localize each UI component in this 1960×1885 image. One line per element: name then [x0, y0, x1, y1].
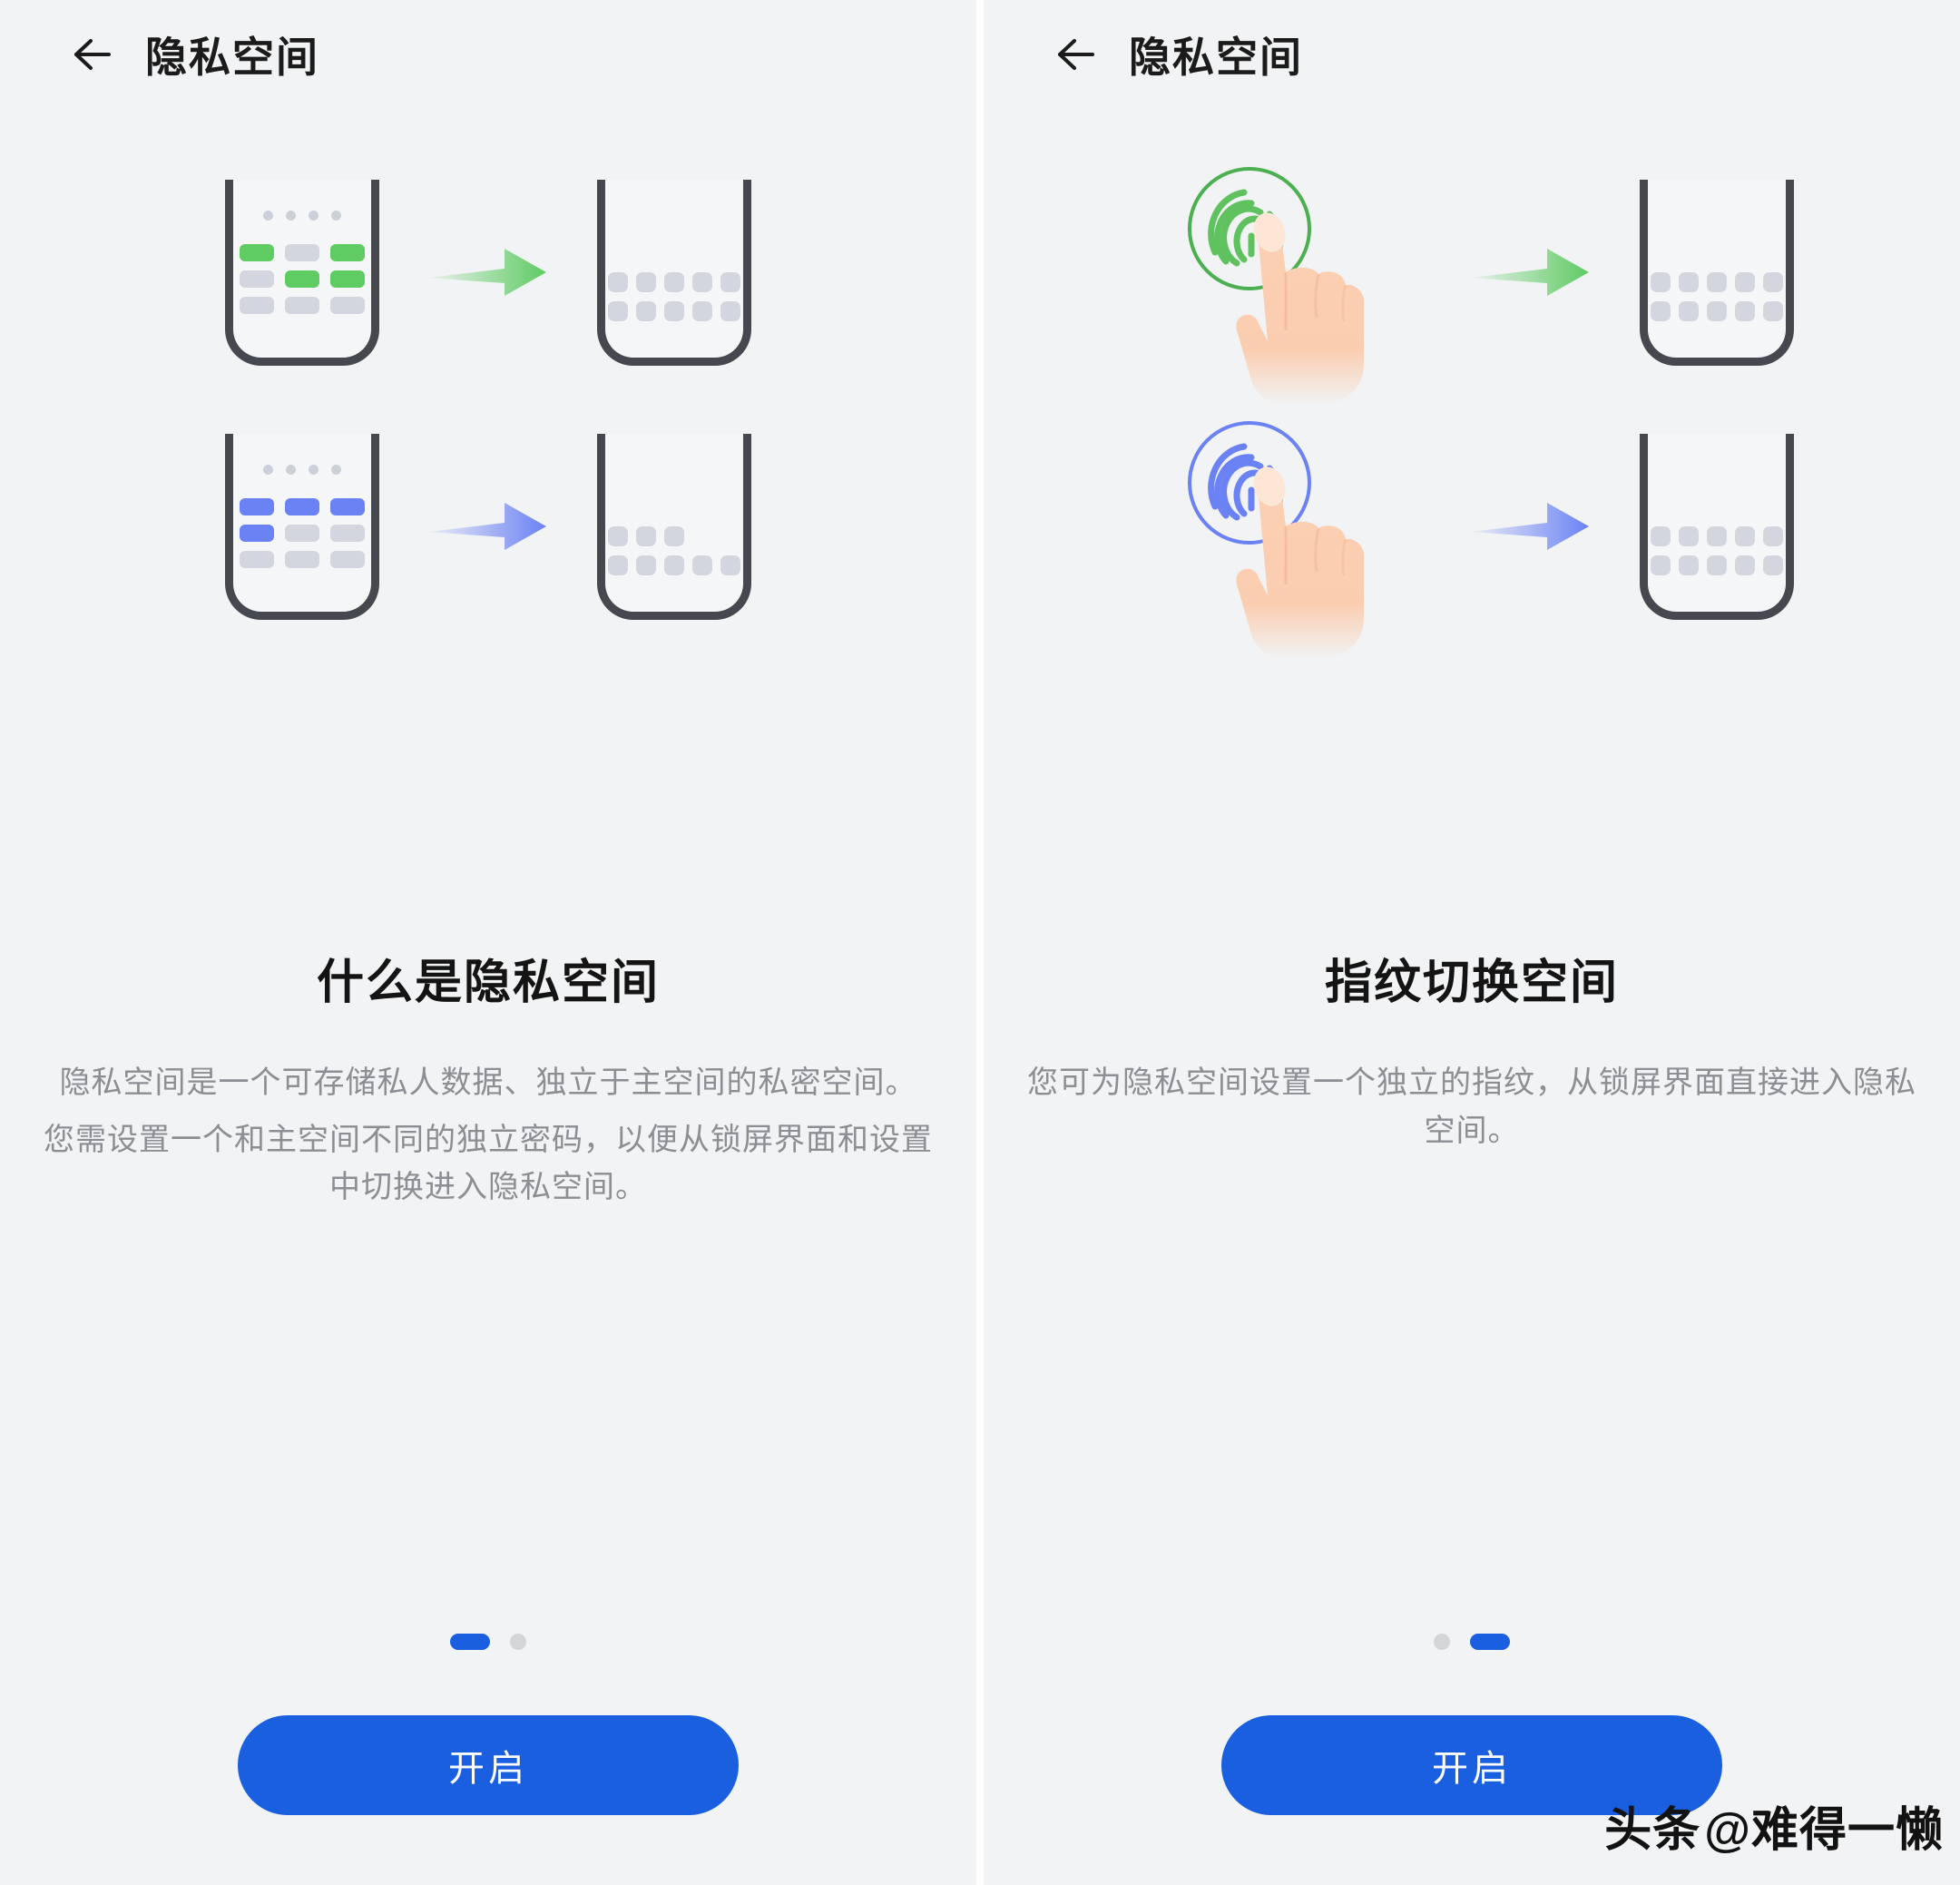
- headline: 指纹切换空间: [1324, 957, 1619, 1009]
- enable-button[interactable]: 开启: [238, 1715, 739, 1815]
- cta-wrap-left: 开启: [0, 1715, 976, 1815]
- content-block-left: 什么是隐私空间 隐私空间是一个可存储私人数据、独立于主空间的私密空间。 您需设置…: [0, 944, 976, 1212]
- fingerprint-touch-icon: [1150, 390, 1422, 663]
- watermark-brand: 头条: [1604, 1804, 1701, 1857]
- arrow-left-icon: [1051, 29, 1102, 80]
- body-paragraph-2: 您需设置一个和主空间不同的独立密码，以便从锁屏界面和设置中切换进入隐私空间。: [44, 1122, 933, 1205]
- target-phone-blue: [597, 433, 751, 620]
- cta-wrap-right: 开启: [984, 1715, 1960, 1815]
- illustration-row-green: [984, 159, 1960, 405]
- arrow-right-icon: [1471, 236, 1591, 309]
- page-title: 隐私空间: [145, 34, 319, 81]
- phone-tiles: [1651, 525, 1783, 575]
- target-phone-green: [597, 179, 751, 366]
- content-block-right: 指纹切换空间 您可为隐私空间设置一个独立的指纹，从锁屏界面直接进入隐私空间。: [984, 944, 1960, 1154]
- body-paragraph-1: 隐私空间是一个可存储私人数据、独立于主空间的私密空间。: [59, 1065, 917, 1100]
- screen-what-is-private-space: 隐私空间: [0, 0, 980, 1885]
- headline: 什么是隐私空间: [316, 957, 660, 1009]
- arrow-right-icon: [1471, 490, 1591, 563]
- phone-dots: [263, 210, 341, 221]
- illustration-row-green: [0, 159, 976, 386]
- watermark-handle: @难得一懒: [1704, 1804, 1944, 1857]
- pagination-dot-1[interactable]: [450, 1634, 490, 1650]
- back-button[interactable]: [1036, 15, 1116, 94]
- topbar-left: 隐私空间: [0, 0, 976, 109]
- phone-tiles: [1651, 271, 1783, 321]
- pagination-dot-2[interactable]: [1470, 1634, 1510, 1650]
- source-phone-green: [225, 179, 379, 366]
- illustration-row-blue: [984, 413, 1960, 659]
- illustration-row-blue: [0, 413, 976, 640]
- screen-fingerprint-switch-space: 隐私空间: [980, 0, 1960, 1885]
- phone-dots: [263, 464, 341, 475]
- back-button[interactable]: [53, 15, 132, 94]
- phone-tiles: [608, 271, 740, 321]
- arrow-right-icon: [428, 236, 548, 309]
- pagination-dots-right[interactable]: [984, 1634, 1960, 1650]
- page-title: 隐私空间: [1129, 34, 1303, 81]
- enable-button[interactable]: 开启: [1221, 1715, 1722, 1815]
- arrow-left-icon: [67, 29, 118, 80]
- phone-tiles: [608, 525, 740, 575]
- pagination-dots-left[interactable]: [0, 1634, 976, 1650]
- watermark: 头条 @难得一懒: [1604, 1792, 1944, 1860]
- pagination-dot-1[interactable]: [1434, 1634, 1450, 1650]
- target-phone-green: [1640, 179, 1794, 366]
- arrow-right-icon: [428, 490, 548, 563]
- body-paragraph-1: 您可为隐私空间设置一个独立的指纹，从锁屏界面直接进入隐私空间。: [1027, 1065, 1916, 1148]
- topbar-right: 隐私空间: [984, 0, 1960, 109]
- target-phone-blue: [1640, 433, 1794, 620]
- phone-app-bars: [240, 497, 365, 568]
- phone-app-bars: [240, 243, 365, 314]
- source-phone-blue: [225, 433, 379, 620]
- pagination-dot-2[interactable]: [510, 1634, 526, 1650]
- fingerprint-touch-icon: [1150, 136, 1422, 408]
